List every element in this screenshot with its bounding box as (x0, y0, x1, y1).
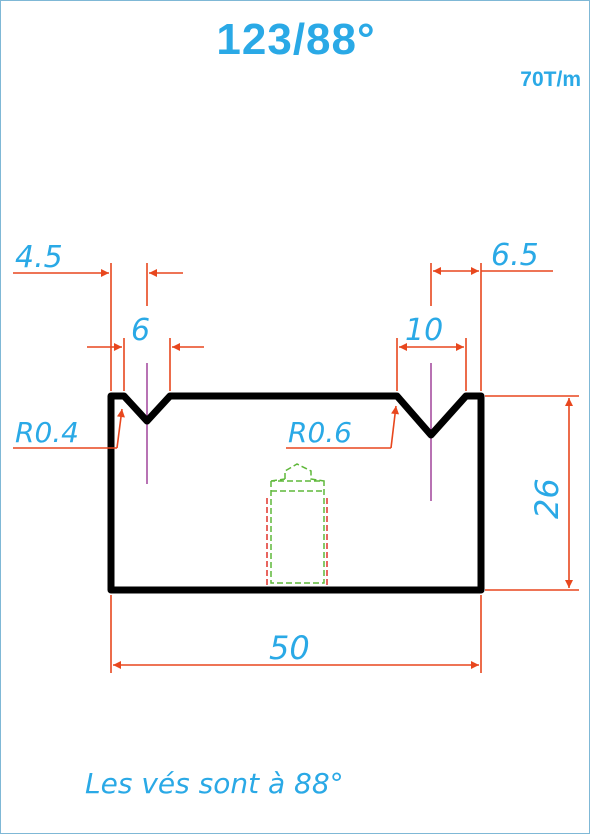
dim-right-radius-text: R0.6 (288, 416, 352, 449)
footnote: Les vés sont à 88° (85, 767, 344, 800)
dim-right-v-width-text: 10 (405, 313, 443, 348)
dim-right-offset: 6.5 (430, 238, 553, 391)
dim-left-v-width: 6 (87, 313, 204, 391)
tenon-outline (270, 463, 325, 584)
dim-left-v-width-text: 6 (131, 313, 150, 348)
dim-left-offset: 4.5 (13, 240, 183, 391)
dim-left-radius-text: R0.4 (15, 416, 79, 449)
dim-width-text: 50 (269, 629, 310, 667)
die-outline (107, 392, 485, 594)
dim-height: 26 (485, 395, 579, 591)
dim-height-text: 26 (528, 478, 566, 519)
leader-left-radius: R0.4 (13, 408, 125, 449)
dim-right-v-width: 10 (396, 313, 467, 391)
leader-right-radius: R0.6 (286, 405, 400, 449)
dim-width: 50 (110, 595, 482, 673)
capacity-label: 70T/m (520, 68, 581, 91)
dim-right-offset-text: 6.5 (491, 238, 539, 273)
tenon (266, 463, 328, 589)
page-title: 123/88° (216, 15, 376, 64)
dim-left-offset-text: 4.5 (15, 240, 63, 275)
